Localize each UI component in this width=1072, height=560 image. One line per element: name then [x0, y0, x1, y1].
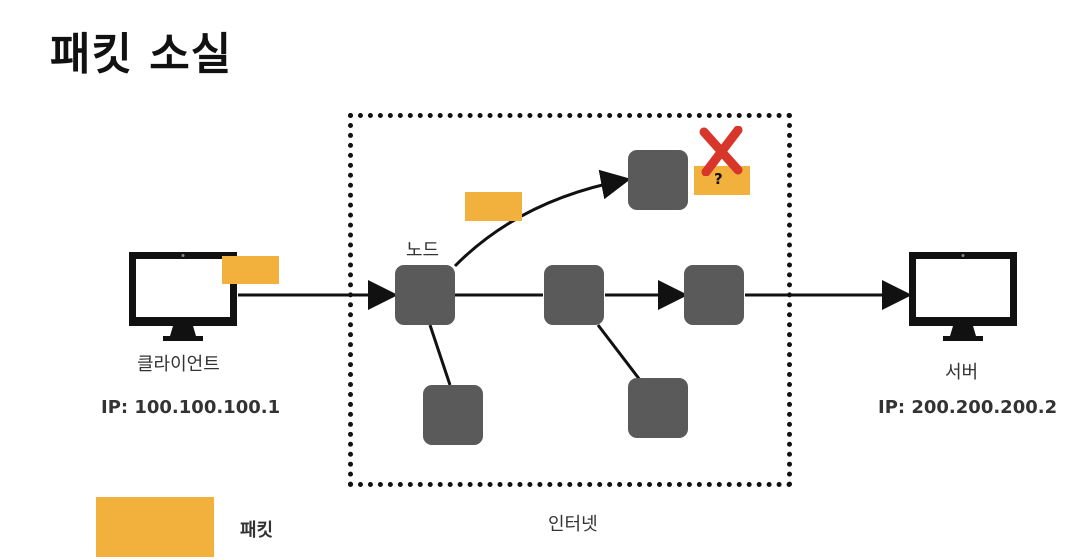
legend-packet-swatch [96, 497, 214, 557]
node-b [628, 150, 688, 210]
node-d [684, 265, 744, 325]
monitor-icon [129, 252, 237, 341]
node-label: 노드 [406, 240, 440, 261]
node-f [628, 378, 688, 438]
client-ip: IP: 100.100.100.1 [101, 397, 281, 418]
legend-packet-label: 패킷 [240, 520, 274, 541]
packet-in-transit [465, 192, 522, 221]
page-title: 패킷 소실 [50, 29, 233, 80]
node-a [395, 265, 455, 325]
lost-packet-mark: ? [714, 170, 723, 188]
internet-boundary [348, 113, 792, 487]
link-node-a-to-node-e [428, 324, 452, 386]
packet-at-client [222, 256, 279, 284]
client-label: 클라이언트 [137, 354, 220, 375]
internet-label: 인터넷 [548, 514, 598, 535]
node-c [544, 265, 604, 325]
server-ip: IP: 200.200.200.2 [878, 397, 1058, 418]
node-e [423, 385, 483, 445]
server-label: 서버 [945, 362, 979, 383]
x-mark-icon [699, 126, 743, 176]
link-node-c-to-node-f [596, 324, 642, 381]
link-node-a-to-node-b [453, 169, 631, 268]
monitor-icon [909, 252, 1017, 341]
